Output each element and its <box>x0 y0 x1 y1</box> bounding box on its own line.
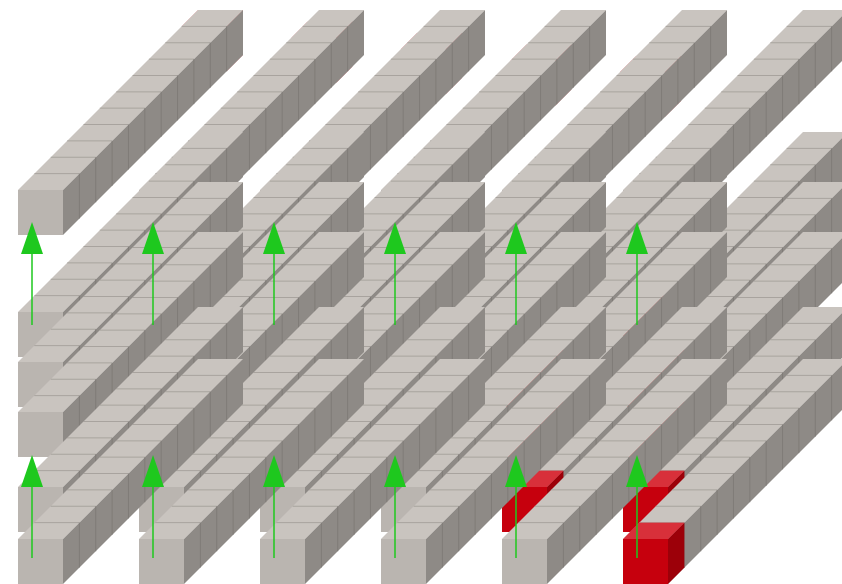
arrow-head <box>142 455 164 487</box>
arrow-head <box>142 222 164 254</box>
arrow-head <box>505 455 527 487</box>
highlight-side-face <box>668 522 685 584</box>
bar-c0-r0 <box>18 10 243 235</box>
bar-front-face <box>260 539 305 584</box>
arrow-head <box>263 222 285 254</box>
bar-top-face <box>18 232 243 412</box>
up-arrow-icon <box>384 222 406 325</box>
arrow-head <box>21 455 43 487</box>
up-arrow-icon <box>626 222 648 325</box>
bar-c5-r5 <box>623 359 842 584</box>
up-arrow-icon <box>263 222 285 325</box>
arrow-head <box>626 455 648 487</box>
bar-top-face <box>18 182 243 362</box>
front-bars-layer <box>18 10 842 584</box>
up-arrow-icon <box>505 222 527 325</box>
arrow-head <box>505 222 527 254</box>
up-arrow-icon <box>142 455 164 558</box>
arrow-head <box>384 455 406 487</box>
arrows-layer <box>21 222 648 558</box>
bar-top-face <box>260 359 485 539</box>
up-arrow-icon <box>142 222 164 325</box>
arrow-head <box>384 222 406 254</box>
bar-top-face <box>502 359 727 539</box>
arrow-head <box>21 222 43 254</box>
highlight-front-face <box>623 539 668 584</box>
bar-top-face <box>139 359 364 539</box>
bar-front-face <box>18 190 63 235</box>
bar-top-face <box>18 307 243 487</box>
up-arrow-icon <box>21 455 43 558</box>
bar-front-face <box>139 539 184 584</box>
bar-top-face <box>18 10 243 190</box>
highlight-top-face <box>623 522 685 539</box>
up-arrow-icon <box>263 455 285 558</box>
up-arrow-icon <box>384 455 406 558</box>
bar-top-face <box>623 359 842 539</box>
bar-side-face <box>63 10 243 235</box>
bar-top-face <box>18 132 243 312</box>
up-arrow-icon <box>626 455 648 558</box>
bar-front-face <box>502 539 547 584</box>
bar-front-face <box>18 539 63 584</box>
bar-front-face <box>381 539 426 584</box>
arrow-head <box>626 222 648 254</box>
bar-top-face <box>18 359 243 539</box>
up-arrow-icon <box>21 222 43 325</box>
arrow-head <box>263 455 285 487</box>
bar-top-face <box>381 359 606 539</box>
up-arrow-icon <box>505 455 527 558</box>
